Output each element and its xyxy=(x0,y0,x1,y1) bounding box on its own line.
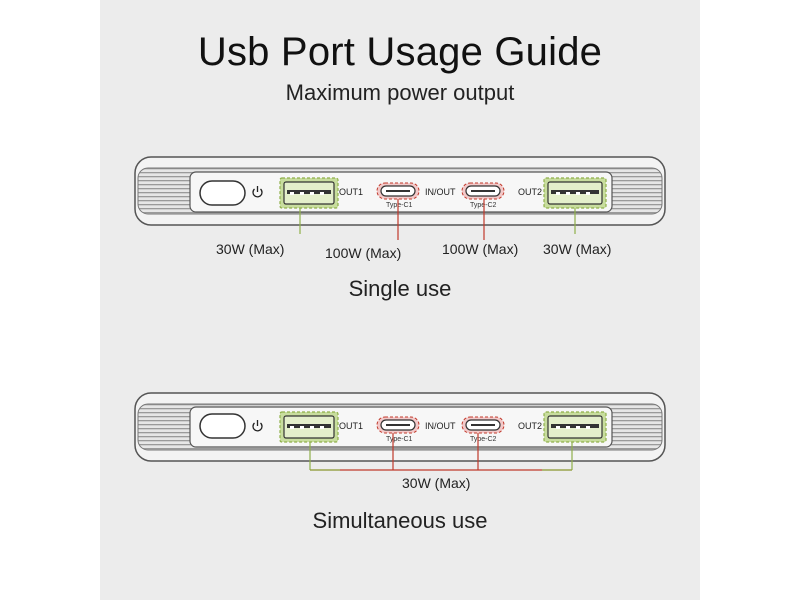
combined-watts: 30W (Max) xyxy=(402,475,470,491)
power-icon xyxy=(252,420,263,432)
out1-label: OUT1 xyxy=(339,421,363,431)
out2-label: OUT2 xyxy=(518,187,542,197)
usb-c-port-icon xyxy=(461,182,505,200)
usb-c-port-icon xyxy=(461,416,505,434)
usb-a-port-icon xyxy=(279,411,339,443)
power-button[interactable] xyxy=(199,180,246,206)
type-c1-label-single: Type-C1 xyxy=(386,202,413,209)
usb-a-port-icon xyxy=(543,177,607,209)
out1-label: OUT1 xyxy=(339,187,363,197)
simultaneous-use-label: Simultaneous use xyxy=(312,508,488,533)
page-subtitle: Maximum power output xyxy=(285,80,515,105)
in-out-label: IN/OUT xyxy=(425,187,456,197)
simultaneous-use-diagram: OUT1 Type-C1 IN/OUT Type-C2 OUT2 xyxy=(134,392,666,491)
type-c1-label-simultaneous: Type-C1 xyxy=(386,436,413,443)
type-c2-label-simultaneous: Type-C2 xyxy=(470,436,497,443)
usb-a-port-icon xyxy=(279,177,339,209)
out2-label: OUT2 xyxy=(518,421,542,431)
single-use-label: Single use xyxy=(348,276,452,301)
c2-watts: 100W (Max) xyxy=(442,241,518,257)
in-out-label: IN/OUT xyxy=(425,421,456,431)
combined-leader xyxy=(309,433,573,471)
power-icon xyxy=(252,186,263,198)
out2-watts: 30W (Max) xyxy=(543,241,611,257)
power-button[interactable] xyxy=(199,413,246,439)
guide-panel: Usb Port Usage Guide Maximum power outpu… xyxy=(100,0,700,600)
usb-a-port-icon xyxy=(543,411,607,443)
usb-c-port-icon xyxy=(376,416,420,434)
type-c2-label-single: Type-C2 xyxy=(470,202,497,209)
page-title: Usb Port Usage Guide xyxy=(197,30,603,74)
single-use-diagram: OUT1 Type-C1 IN/OUT Type-C2 OUT2 xyxy=(134,156,666,261)
usb-c-port-icon xyxy=(376,182,420,200)
out1-watts: 30W (Max) xyxy=(216,241,284,257)
c1-watts: 100W (Max) xyxy=(325,245,401,261)
